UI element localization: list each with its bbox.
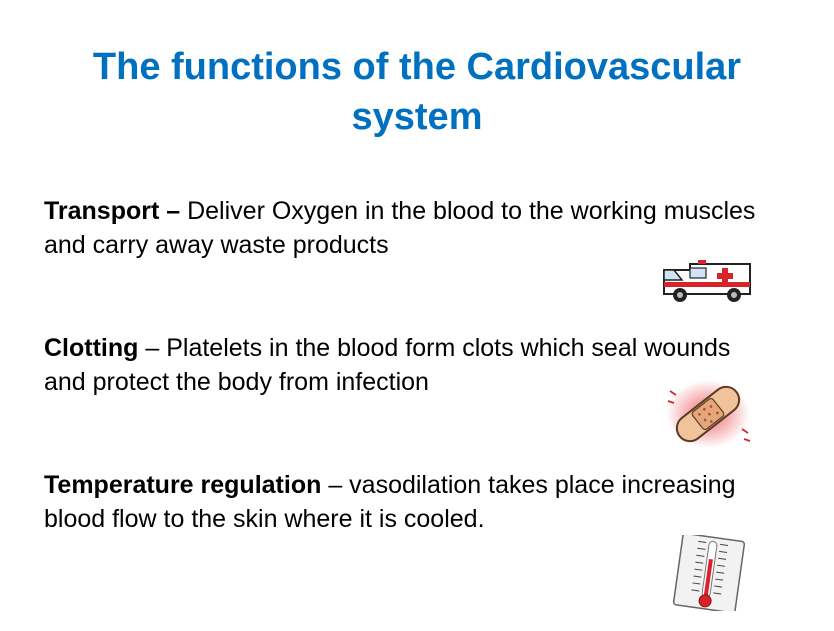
temperature-term: Temperature regulation	[44, 471, 322, 499]
transport-term: Transport –	[44, 197, 181, 225]
clotting-text: – Platelets in the blood form clots whic…	[44, 334, 731, 396]
transport-point: Transport – Deliver Oxygen in the blood …	[44, 194, 764, 262]
thermometer-icon	[672, 535, 746, 611]
ambulance-icon	[663, 260, 751, 302]
transport-text: Deliver Oxygen in the blood to the worki…	[44, 197, 756, 259]
bandage-icon	[666, 380, 751, 448]
clotting-point: Clotting – Platelets in the blood form c…	[44, 331, 764, 399]
clotting-term: Clotting	[44, 334, 139, 362]
title-line-2: system	[351, 96, 483, 138]
temperature-point: Temperature regulation – vasodilation ta…	[44, 468, 764, 536]
temperature-text: – vasodilation takes place increasing bl…	[44, 471, 736, 533]
slide-title: The functions of the Cardiovascular syst…	[0, 42, 834, 142]
title-line-1: The functions of the Cardiovascular	[92, 46, 742, 88]
